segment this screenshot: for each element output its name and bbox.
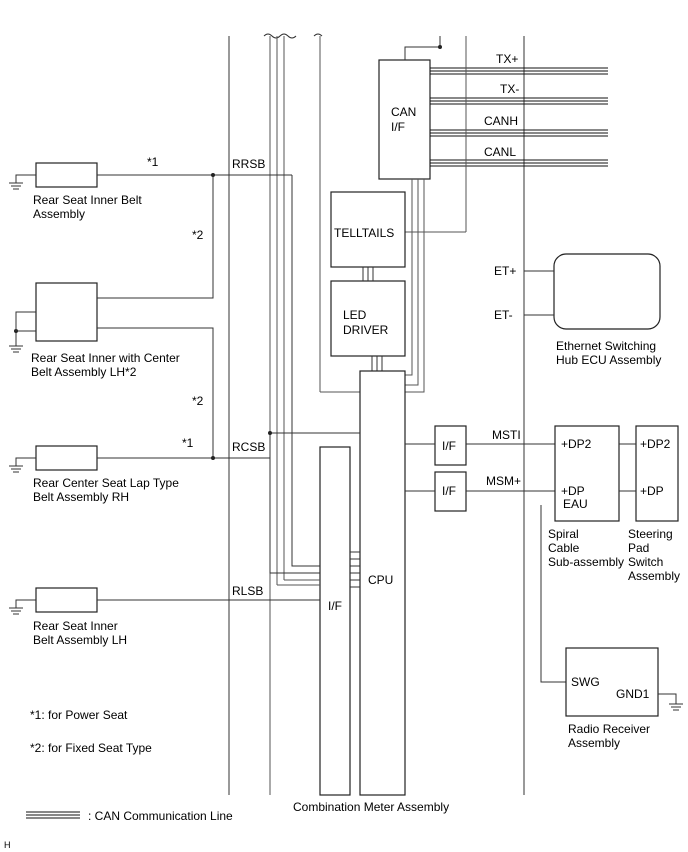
steering-pad-label-a: Steering bbox=[628, 527, 673, 541]
ethernet-hub-box bbox=[553, 253, 661, 330]
canl-label: CANL bbox=[484, 145, 516, 159]
ground-icon-5 bbox=[658, 693, 683, 711]
radio-receiver-label-b: Assembly bbox=[568, 736, 620, 750]
rr-inner-center-lh-box bbox=[35, 282, 98, 342]
gnd1-label: GND1 bbox=[616, 687, 650, 701]
steering-pad-label-d: Assembly bbox=[628, 569, 680, 583]
if-msti-box bbox=[434, 425, 467, 466]
msti-label: MSTI bbox=[492, 428, 521, 442]
led-driver-label-a: LED bbox=[343, 308, 367, 322]
rr-center-lap-rh-label-a: Rear Center Seat Lap Type bbox=[33, 476, 179, 490]
can-if-cpu-wiring bbox=[320, 179, 425, 393]
rr-center-lap-rh-label-b: Belt Assembly RH bbox=[33, 490, 129, 504]
et-plus-label: ET+ bbox=[494, 264, 516, 278]
meter-if-label: I/F bbox=[328, 599, 342, 613]
rr-inner-center-lh-label-b: Belt Assembly LH*2 bbox=[31, 365, 137, 379]
spiral-cable-label-a: Spiral bbox=[548, 527, 579, 541]
steering-pad-box bbox=[635, 425, 679, 522]
radio-receiver-box bbox=[565, 647, 659, 717]
can-lines bbox=[430, 67, 608, 167]
meter-if-cpu-connectors bbox=[350, 551, 360, 588]
telltail-connectors bbox=[362, 267, 383, 371]
dp2-a-label: +DP2 bbox=[561, 437, 592, 451]
tx-plus-label: TX+ bbox=[496, 52, 518, 66]
canh-label: CANH bbox=[484, 114, 518, 128]
rr-inner-center-lh-label-a: Rear Seat Inner with Center bbox=[31, 351, 180, 365]
eau-label: EAU bbox=[563, 497, 588, 511]
can-if-box bbox=[378, 59, 431, 180]
dp-a-label: +DP bbox=[561, 484, 585, 498]
if-msm-box bbox=[434, 471, 467, 512]
mark-1a: *1 bbox=[147, 155, 159, 169]
dp-b-label: +DP bbox=[640, 484, 664, 498]
led-driver-box bbox=[330, 280, 406, 357]
if-msti-label: I/F bbox=[442, 439, 456, 453]
telltails-box bbox=[330, 191, 406, 268]
corner-mark: H bbox=[4, 840, 11, 850]
can-line-legend-label: : CAN Communication Line bbox=[88, 809, 233, 823]
led-driver-label-b: DRIVER bbox=[343, 323, 389, 337]
et-minus-label: ET- bbox=[494, 308, 513, 322]
rlsb-label: RLSB bbox=[232, 584, 263, 598]
radio-receiver-label-a: Radio Receiver bbox=[568, 722, 650, 736]
can-line-legend-icon bbox=[26, 811, 80, 819]
steering-pad-label-c: Switch bbox=[628, 555, 663, 569]
meter-if-box bbox=[319, 446, 351, 796]
rr-inner-lh-box bbox=[35, 587, 98, 613]
spiral-cable-label-c: Sub-assembly bbox=[548, 555, 624, 569]
dp2-b-label: +DP2 bbox=[640, 437, 671, 451]
can-if-label-b: I/F bbox=[391, 120, 405, 134]
rr-inner-belt-box bbox=[35, 162, 98, 188]
note-fixed-seat: *2: for Fixed Seat Type bbox=[30, 741, 152, 755]
note-power-seat: *1: for Power Seat bbox=[30, 708, 128, 722]
rrsb-label: RRSB bbox=[232, 157, 265, 171]
tx-minus-label: TX- bbox=[500, 82, 519, 96]
mark-1b: *1 bbox=[182, 436, 194, 450]
ground-icon-3 bbox=[9, 457, 36, 473]
swg-label: SWG bbox=[571, 675, 600, 689]
mark-2a: *2 bbox=[192, 228, 204, 242]
msm-plus-label: MSM+ bbox=[486, 474, 521, 488]
rr-inner-belt-label-b: Assembly bbox=[33, 207, 85, 221]
telltails-label: TELLTAILS bbox=[334, 226, 394, 240]
rcsb-label: RCSB bbox=[232, 440, 265, 454]
if-msm-label: I/F bbox=[442, 484, 456, 498]
ground-icon-4 bbox=[9, 599, 36, 615]
ethernet-hub-label-a: Ethernet Switching bbox=[556, 339, 656, 353]
seat-belt-wiring bbox=[97, 173, 360, 601]
spiral-cable-box bbox=[554, 425, 620, 522]
rr-inner-belt-label-a: Rear Seat Inner Belt bbox=[33, 193, 142, 207]
can-if-top-wiring bbox=[404, 36, 467, 233]
cpu-label: CPU bbox=[368, 573, 393, 587]
rr-center-lap-rh-box bbox=[35, 445, 98, 471]
ground-icon-1 bbox=[9, 174, 36, 190]
cpu-box bbox=[359, 370, 406, 796]
ground-icon-2 bbox=[9, 311, 36, 353]
rr-inner-lh-label-a: Rear Seat Inner bbox=[33, 619, 118, 633]
can-if-label-a: CAN bbox=[391, 105, 416, 119]
steering-pad-label-b: Pad bbox=[628, 541, 649, 555]
ethernet-hub-label-b: Hub ECU Assembly bbox=[556, 353, 661, 367]
combination-meter-label: Combination Meter Assembly bbox=[293, 800, 449, 814]
spiral-cable-label-b: Cable bbox=[548, 541, 580, 555]
mark-2b: *2 bbox=[192, 394, 204, 408]
rr-inner-lh-label-b: Belt Assembly LH bbox=[33, 633, 127, 647]
